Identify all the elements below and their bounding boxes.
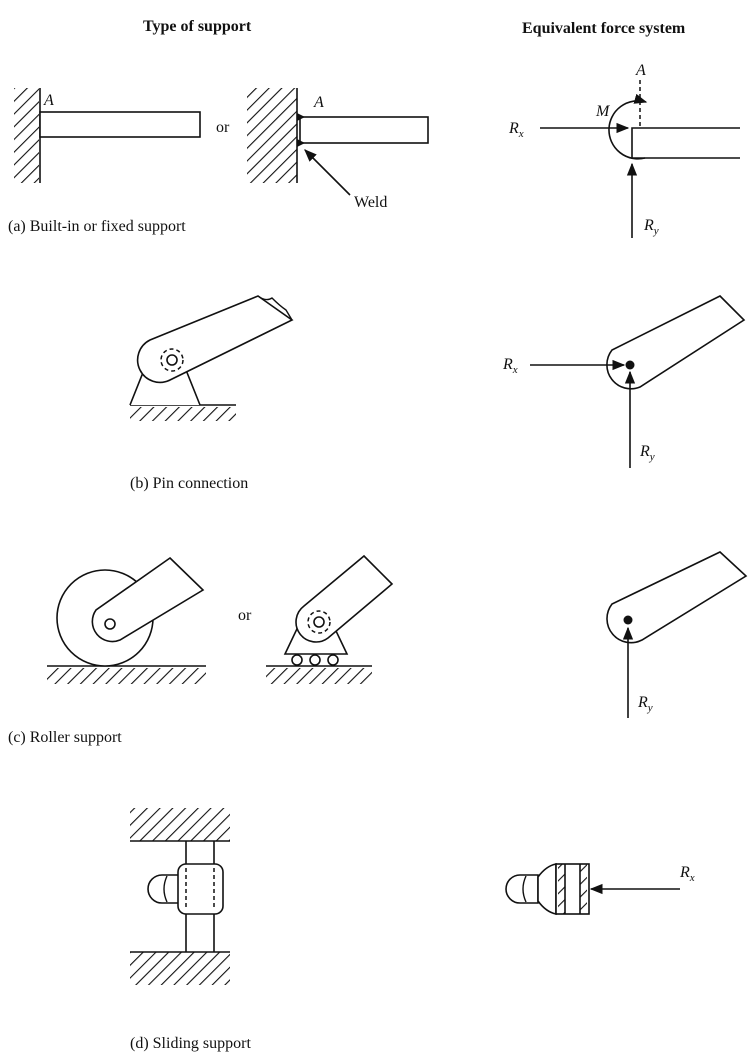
weld-bead-top	[297, 113, 305, 121]
pin-fs-point	[625, 360, 635, 370]
rocker-beam-end	[295, 554, 394, 643]
pin-beam-end	[136, 295, 294, 384]
weld-pointer-arrow	[304, 149, 351, 196]
welded-beam	[299, 116, 429, 144]
roller-rocker-diagram	[266, 554, 394, 684]
moment-label: M	[595, 103, 611, 120]
rocker-ground-hatch	[266, 668, 372, 684]
roller-force-system: Ry	[606, 551, 748, 718]
sliding-support-diagram	[130, 808, 230, 985]
rocker-pin	[313, 616, 325, 628]
pin-circle	[166, 354, 178, 366]
rocker-hidden-circle	[307, 610, 331, 634]
sliding-collar	[177, 863, 224, 915]
point-a-label: A	[43, 92, 54, 109]
cantilever-beam	[39, 111, 201, 138]
fs-collar-hatch-left	[558, 864, 565, 914]
wall-hatch	[14, 88, 39, 183]
ry-label-a: Ry	[643, 217, 659, 237]
welded-support-diagram: A Weld	[247, 88, 429, 211]
pin-hidden-circle	[160, 348, 184, 372]
rx-label-d: Rx	[679, 864, 695, 884]
weld-label: Weld	[354, 194, 387, 211]
ry-label-b: Ry	[639, 443, 655, 463]
roller-wheel-diagram	[47, 556, 206, 684]
pin-ground-hatch	[130, 407, 236, 421]
top-guide-hatch	[130, 808, 230, 841]
roller-2	[309, 654, 321, 666]
weld-bead-bottom	[297, 139, 305, 147]
point-a-label-welded: A	[313, 94, 324, 111]
caption-pin-connection: (b) Pin connection	[130, 475, 248, 492]
rod-break	[163, 875, 168, 903]
fs-rod-end	[505, 874, 539, 904]
rx-label-a: Rx	[508, 120, 524, 140]
wheel-pin	[104, 618, 116, 630]
wheel-beam-end	[91, 556, 205, 643]
fs-collar-taper	[537, 863, 557, 915]
ry-label-c: Ry	[637, 694, 653, 714]
roller-3	[327, 654, 339, 666]
beam-break-edge	[257, 295, 293, 321]
caption-fixed-support: (a) Built-in or fixed support	[8, 218, 186, 235]
pin-fs-beam	[606, 295, 746, 390]
caption-sliding-support: (d) Sliding support	[130, 1035, 251, 1052]
roller-fs-beam	[606, 551, 748, 644]
fs-beam-stub	[631, 127, 740, 159]
fs-rod-break	[522, 875, 527, 903]
header-type-of-support: Type of support	[143, 18, 252, 35]
fixed-support-wall-diagram: A	[14, 88, 201, 183]
roller-fs-point	[623, 615, 633, 625]
pin-force-system: Rx Ry	[502, 295, 746, 468]
or-connector-c: or	[238, 607, 252, 624]
pin-connection-diagram	[129, 295, 294, 421]
or-connector-a: or	[216, 119, 230, 136]
moment-arc-arrow	[608, 93, 648, 160]
fixed-support-force-system: A Rx M Ry	[508, 62, 740, 238]
rx-label-b: Rx	[502, 356, 518, 376]
point-a-label-fs: A	[635, 62, 646, 79]
header-equivalent-force-system: Equivalent force system	[522, 20, 686, 37]
wheel-ground-hatch	[47, 668, 206, 684]
caption-roller-support: (c) Roller support	[8, 729, 122, 746]
sliding-force-system: Rx	[505, 863, 695, 915]
fs-collar-hatch-right	[580, 864, 587, 914]
bottom-guide-hatch	[130, 952, 230, 985]
wall-hatch-welded	[247, 88, 297, 183]
roller-1	[291, 654, 303, 666]
